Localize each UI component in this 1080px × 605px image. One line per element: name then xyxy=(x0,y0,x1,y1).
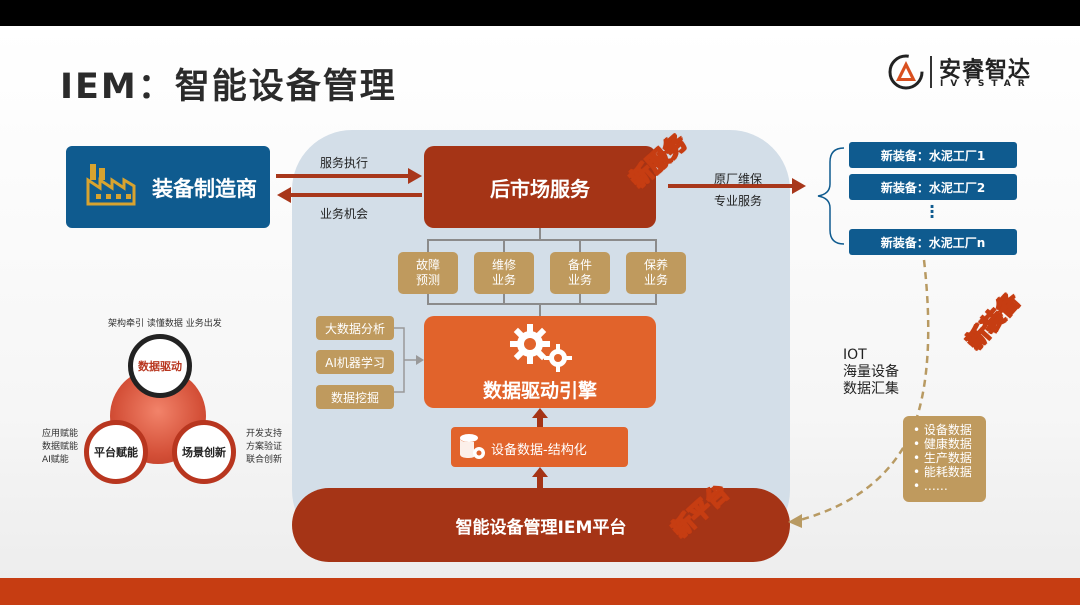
cluster-left-text: 应用赋能 数据赋能 AI赋能 xyxy=(42,429,79,465)
connector-line xyxy=(655,294,657,304)
tool-big-data: 大数据分析 xyxy=(316,316,394,340)
list-item: • 能耗数据 xyxy=(913,465,972,479)
service-exec-arrow-line xyxy=(276,174,410,178)
iem-platform-label: 智能设备管理IEM平台 xyxy=(455,517,627,538)
structured-data-label: 设备数据-结构化 xyxy=(491,443,587,458)
cluster-data-driven: 数据驱动 xyxy=(128,334,192,398)
service-box-maintenance: 保养 业务 xyxy=(626,252,686,294)
factory-item: 新装备：水泥工厂n xyxy=(849,229,1017,255)
iot-description: IOT 海量设备 数据汇集 xyxy=(843,347,899,397)
connector-line xyxy=(503,294,505,304)
cluster-top-text: 架构牵引 读懂数据 业务出发 xyxy=(108,319,222,329)
connector-line xyxy=(427,303,657,305)
service-box-repair: 维修 业务 xyxy=(474,252,534,294)
ellipsis-icon: ··· xyxy=(929,197,936,226)
professional-service-label: 专业服务 xyxy=(714,194,763,208)
iem-platform-box: 智能设备管理IEM平台 xyxy=(292,488,790,562)
service-box-spare-parts: 备件 业务 xyxy=(550,252,610,294)
tool-connector-icon xyxy=(394,327,424,393)
business-opportunity-label: 业务机会 xyxy=(320,207,369,221)
arrow-up-icon xyxy=(532,408,548,428)
logo-english-name: IVYSTAR xyxy=(940,79,1032,89)
gears-icon xyxy=(510,324,572,372)
ivystar-logo-icon xyxy=(888,54,924,90)
cluster-platform-enable: 平台赋能 xyxy=(84,420,148,484)
tool-ai-ml: AI机器学习 xyxy=(316,350,394,374)
factory-item: 新装备：水泥工厂1 xyxy=(849,142,1017,168)
cluster-scenario-innovation: 场景创新 xyxy=(172,420,236,484)
logo-separator xyxy=(930,56,932,88)
arrow-up-icon xyxy=(532,467,548,488)
aftermarket-service-label: 后市场服务 xyxy=(490,176,590,201)
list-item: • 健康数据 xyxy=(913,437,972,451)
list-item: • 设备数据 xyxy=(913,423,972,437)
connector-line xyxy=(503,239,505,253)
logo-chinese-name: 安睿智达 xyxy=(939,58,1032,83)
service-exec-label: 服务执行 xyxy=(320,156,369,170)
connector-line xyxy=(427,294,429,304)
list-item: • …… xyxy=(913,479,948,493)
service-box-fault-prediction: 故障 预测 xyxy=(398,252,458,294)
connector-line xyxy=(539,303,541,316)
factory-icon xyxy=(86,164,136,206)
arrow-left-icon xyxy=(277,187,291,203)
aftermarket-service-box: 后市场服务 xyxy=(424,146,656,228)
factory-item: 新装备：水泥工厂2 xyxy=(849,174,1017,200)
tool-data-mining: 数据挖掘 xyxy=(316,385,394,409)
business-opportunity-arrow-line xyxy=(290,193,422,197)
connector-line xyxy=(427,239,429,253)
data-type-list: • 设备数据 • 健康数据 • 生产数据 • 能耗数据 • …… xyxy=(903,416,986,502)
top-bar xyxy=(0,0,1080,26)
data-driven-engine-label: 数据驱动引擎 xyxy=(482,380,597,402)
arrow-right-icon xyxy=(408,168,422,184)
connector-line xyxy=(427,239,657,241)
oem-maintenance-label: 原厂维保 xyxy=(714,172,763,186)
structured-data-box xyxy=(451,427,628,467)
bottom-accent-bar xyxy=(0,578,1080,605)
brace-icon xyxy=(817,147,845,245)
arrow-right-icon xyxy=(792,178,806,194)
manufacturer-label: 装备制造商 xyxy=(152,177,257,201)
page-title: IEM：智能设备管理 xyxy=(60,67,397,107)
cluster-right-text: 开发支持 方案验证 联合创新 xyxy=(246,429,283,465)
connector-line xyxy=(655,239,657,253)
database-gear-icon xyxy=(460,434,485,459)
list-item: • 生产数据 xyxy=(913,451,972,465)
iot-data-flow-arrow xyxy=(788,259,930,528)
connector-line xyxy=(579,239,581,253)
connector-line xyxy=(579,294,581,304)
oem-maintenance-arrow-line xyxy=(668,184,794,188)
connector-line xyxy=(539,228,541,240)
